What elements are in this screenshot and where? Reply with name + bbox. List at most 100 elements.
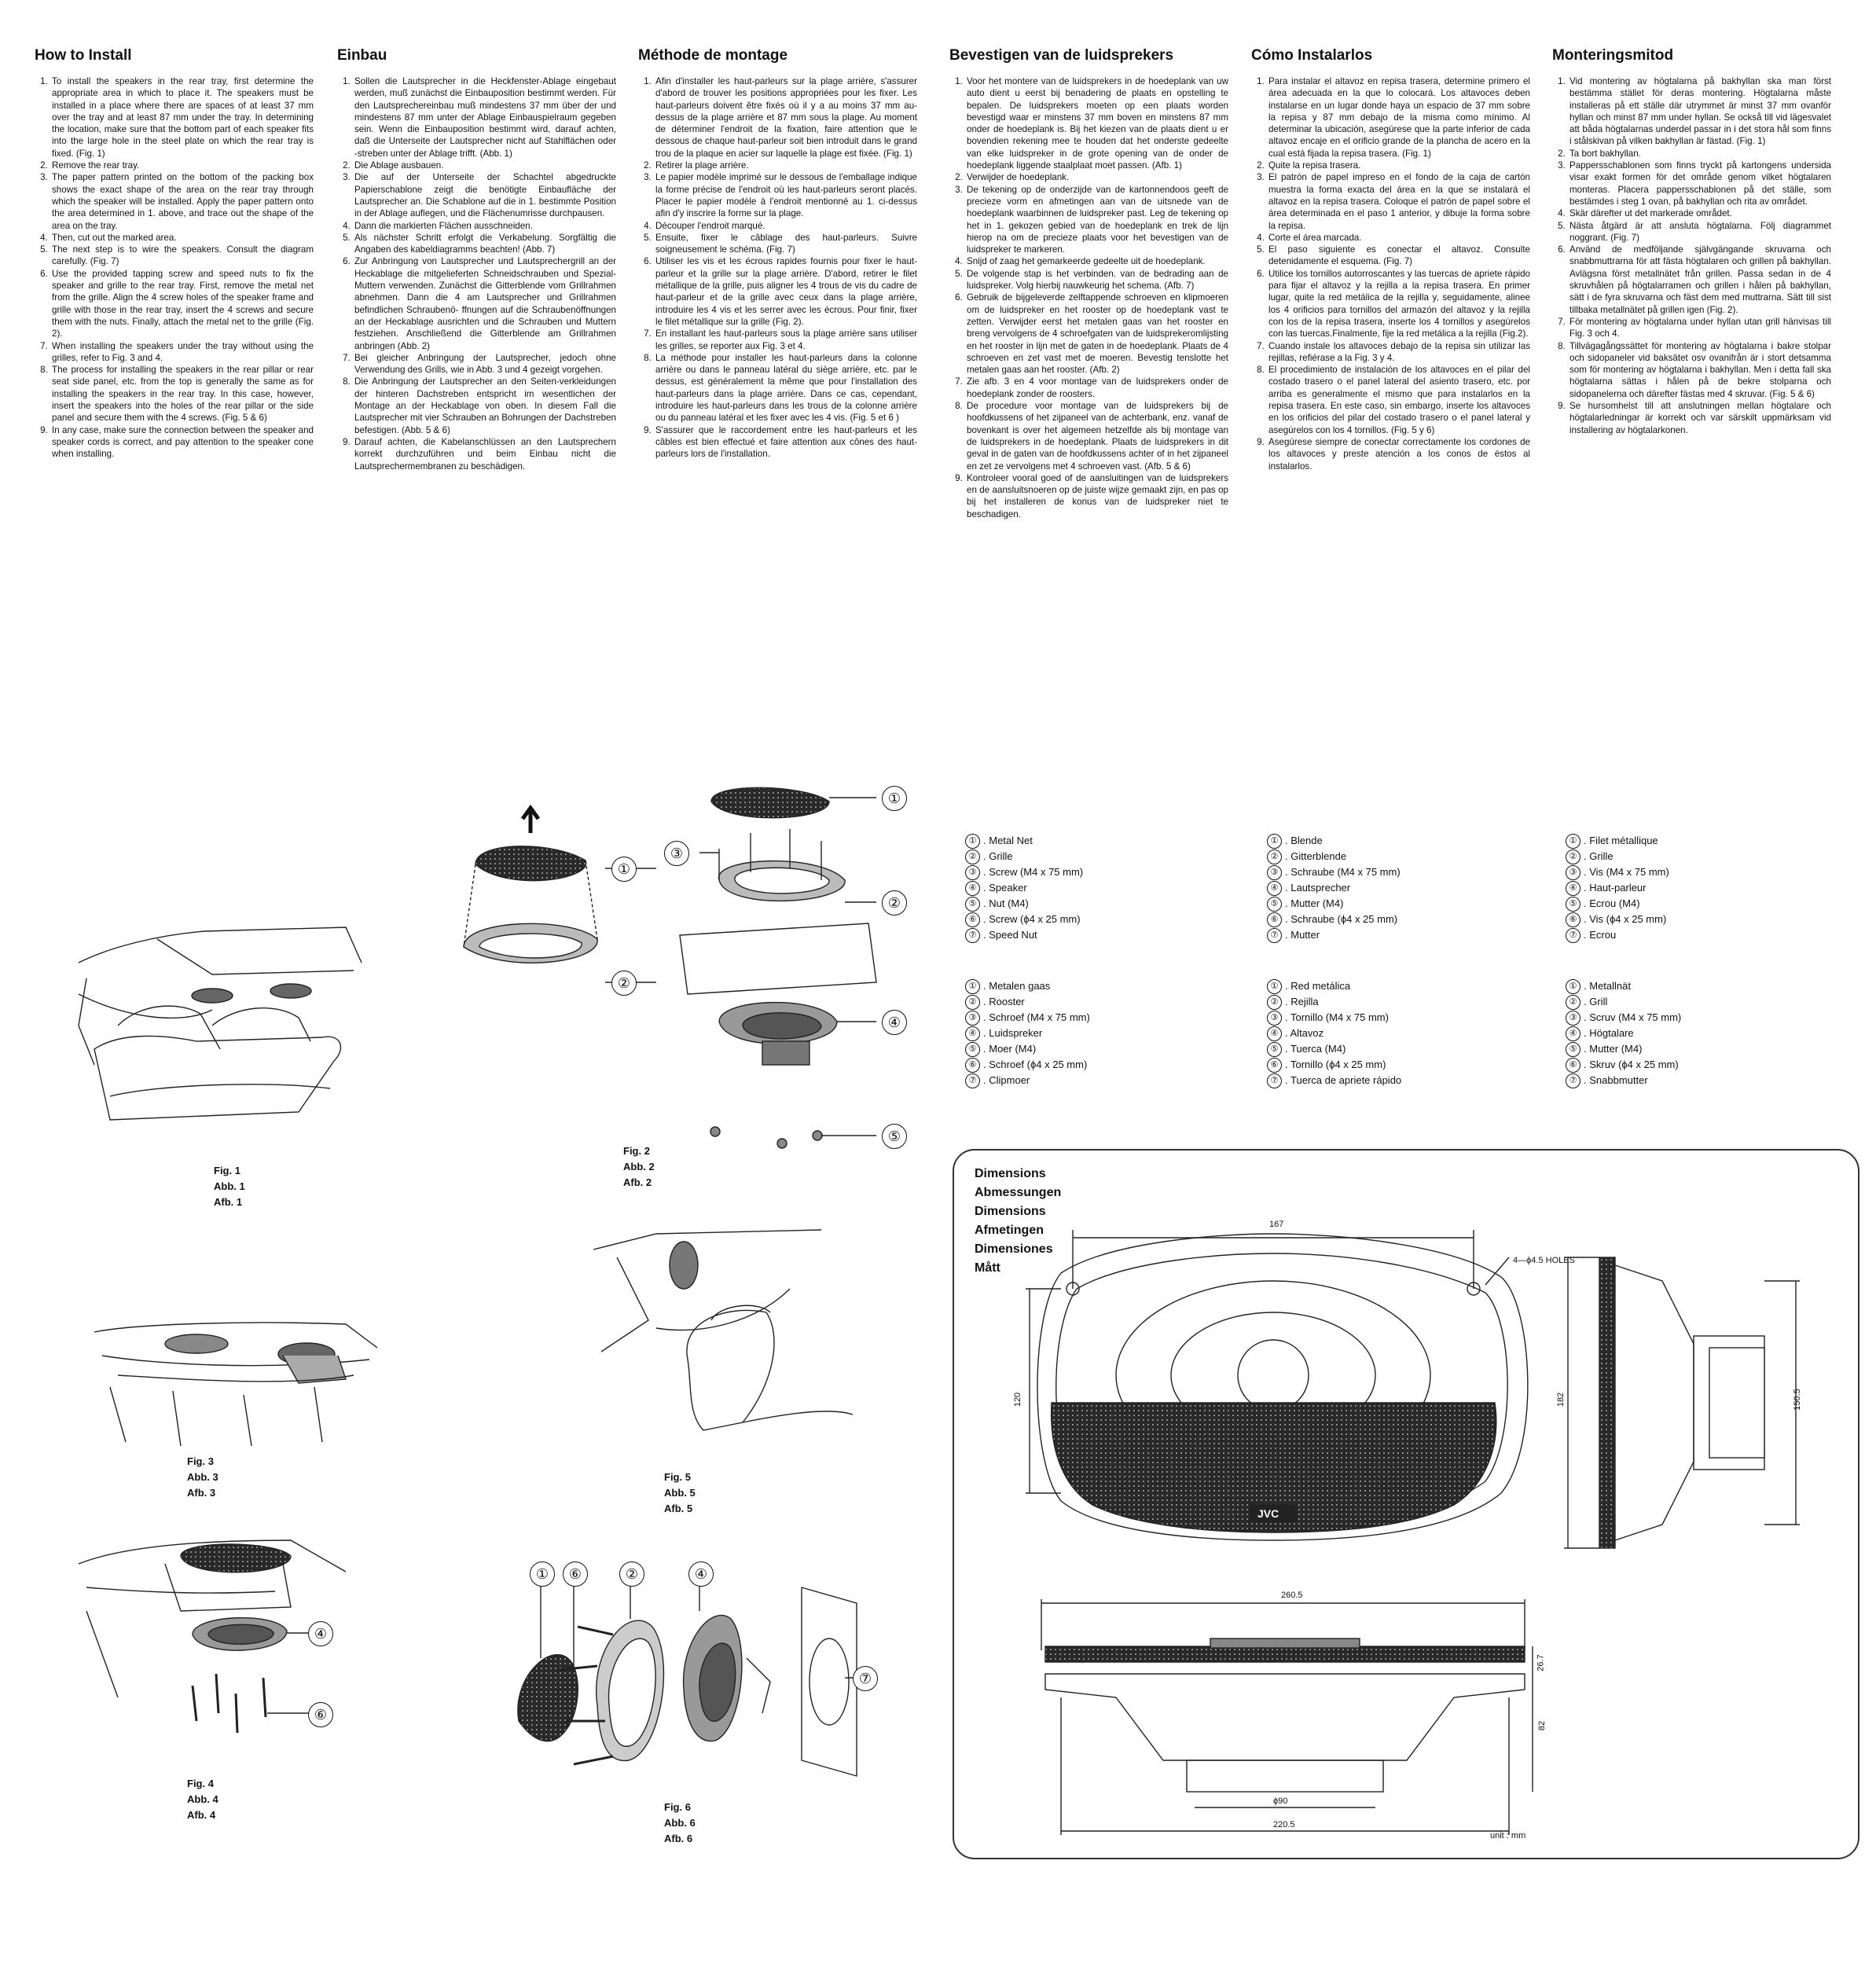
fig-caption-line: Afb. 5 — [664, 1503, 693, 1514]
part-label: Moer (M4) — [989, 1043, 1037, 1055]
dim-title: Afmetingen — [975, 1224, 1044, 1237]
part-row: ⑦. Snabbmutter — [1566, 1073, 1681, 1089]
part-number: ② — [965, 850, 980, 865]
part-number: ③ — [1566, 1011, 1580, 1026]
step-item: Cuando instale los altavoces debajo de l… — [1267, 340, 1530, 365]
step-item: Använd de medföljande självgängande skru… — [1568, 244, 1831, 316]
part-row: ③. Vis (M4 x 75 mm) — [1566, 864, 1669, 881]
part-row: ①. Metallnät — [1566, 978, 1681, 995]
step-item: Se hursomhelst till att anslutningen mel… — [1568, 400, 1831, 436]
fig-caption-line: Afb. 4 — [187, 1809, 216, 1821]
part-label: Haut-parleur — [1589, 882, 1647, 894]
steps-list: To install the speakers in the rear tray… — [35, 75, 314, 461]
part-label: Tornillo (ϕ4 x 25 mm) — [1290, 1059, 1386, 1071]
step-item: Bei gleicher Anbringung der Lautsprecher… — [353, 352, 616, 376]
step-item: When installing the speakers under the t… — [50, 340, 314, 365]
part-number: ⑥ — [1566, 1058, 1580, 1073]
step-item: Utiliser les vis et les écrous rapides f… — [654, 255, 917, 328]
step-item: Als nächster Schritt erfolgt die Verkabe… — [353, 232, 616, 256]
fig-caption-line: Afb. 1 — [214, 1196, 243, 1208]
callout-4c: ④ — [308, 1621, 333, 1646]
speaker-profile-view — [1041, 1599, 1533, 1835]
part-number: ⑥ — [1267, 1058, 1282, 1073]
part-row: ③. Tornillo (M4 x 75 mm) — [1267, 1010, 1401, 1026]
step-item: In any case, make sure the connection be… — [50, 424, 314, 461]
part-number: ⑦ — [1566, 1073, 1580, 1089]
fig-caption-line: Abb. 1 — [214, 1180, 245, 1192]
col-title: How to Install — [35, 47, 132, 64]
step-item: Pappersschablonen som finns tryckt på ka… — [1568, 160, 1831, 207]
fig2-illustration — [463, 787, 877, 1149]
fig6-caption: Fig. 6 Abb. 6 Afb. 6 — [664, 1800, 696, 1847]
fig-caption-line: Fig. 6 — [664, 1801, 691, 1813]
part-row: ①. Red metálica — [1267, 978, 1401, 995]
fig-caption-line: Abb. 2 — [623, 1161, 655, 1172]
dim-150: 150.5 — [1792, 1389, 1802, 1411]
fig-caption-line: Fig. 4 — [187, 1778, 214, 1789]
part-number: ⑦ — [965, 928, 980, 944]
col-title: Einbau — [337, 47, 387, 64]
step-item: Nästa åtgärd är att ansluta högtalarna. … — [1568, 220, 1831, 244]
col-title: Cómo Instalarlos — [1251, 47, 1373, 64]
fig6-illustration — [517, 1586, 868, 1777]
part-row: ⑥. Skruv (ϕ4 x 25 mm) — [1566, 1057, 1681, 1073]
part-label: Ecrou (M4) — [1589, 897, 1640, 910]
step-item: La méthode pour installer les haut-parle… — [654, 352, 917, 424]
part-row: ⑥. Screw (ϕ4 x 25 mm) — [965, 912, 1083, 928]
part-label: Mutter — [1290, 929, 1320, 941]
part-label: Nut (M4) — [989, 897, 1029, 910]
part-number: ④ — [1566, 881, 1580, 897]
part-label: Mutter (M4) — [1589, 1043, 1643, 1055]
fig-caption-line: Abb. 3 — [187, 1471, 218, 1483]
col-spanish: Cómo Instalarlos Para instalar el altavo… — [1251, 47, 1530, 472]
step-item: Kontroleer vooral goed of de aansluiting… — [965, 472, 1228, 520]
part-label: Metallnät — [1589, 980, 1631, 992]
part-label: Rooster — [989, 996, 1025, 1008]
step-item: Zie afb. 3 en 4 voor montage van de luid… — [965, 376, 1228, 400]
part-number: ① — [1566, 979, 1580, 995]
step-item: Dann die markierten Flächen ausschneiden… — [353, 220, 616, 232]
steps-list: Para instalar el altavoz en repisa trase… — [1251, 75, 1530, 472]
steps-list: Voor het montere van de luidsprekers in … — [949, 75, 1228, 520]
part-label: Scruv (M4 x 75 mm) — [1589, 1011, 1682, 1024]
part-label: Grille — [1589, 850, 1614, 863]
fig-caption-line: Abb. 5 — [664, 1487, 696, 1499]
part-label: Vis (M4 x 75 mm) — [1589, 866, 1669, 879]
step-item: Voor het montere van de luidsprekers in … — [965, 75, 1228, 171]
step-item: The next step is to wire the speakers. C… — [50, 244, 314, 268]
dim-title: Mått — [975, 1261, 1000, 1275]
part-label: Speed Nut — [989, 929, 1037, 941]
fig1-caption: Fig. 1 Abb. 1 Afb. 1 — [214, 1163, 245, 1210]
part-number: ④ — [1267, 881, 1282, 897]
part-row: ③. Schraube (M4 x 75 mm) — [1267, 864, 1401, 881]
part-label: Metalen gaas — [989, 980, 1051, 992]
fig4-illustration — [78, 1539, 347, 1734]
step-item: Remove the rear tray. — [50, 160, 314, 171]
step-item: Use the provided tapping screw and speed… — [50, 268, 314, 340]
part-number: ⑥ — [1566, 912, 1580, 928]
fig2-caption: Fig. 2 Abb. 2 Afb. 2 — [623, 1143, 655, 1191]
fig-caption-line: Fig. 5 — [664, 1471, 691, 1483]
part-label: Ecrou — [1589, 929, 1617, 941]
dim-220: 220.5 — [1273, 1820, 1295, 1829]
part-label: Högtalare — [1589, 1027, 1634, 1040]
dim-182: 182 — [1556, 1392, 1566, 1407]
step-item: El patrón de papel impreso en el fondo d… — [1267, 171, 1530, 231]
callout-2: ② — [882, 890, 907, 916]
callout-1b: ① — [611, 857, 637, 882]
part-row: ⑤. Ecrou (M4) — [1566, 896, 1669, 912]
part-number: ⑤ — [1566, 1042, 1580, 1058]
col-english: How to Install To install the speakers i… — [35, 47, 314, 461]
step-item: Afin d'installer les haut-parleurs sur l… — [654, 75, 917, 160]
step-item: Ensuite, fixer le câblage des haut-parle… — [654, 232, 917, 256]
col-french: Méthode de montage Afin d'installer les … — [638, 47, 917, 461]
step-item: Die Ablage ausbauen. — [353, 160, 616, 171]
part-row: ③. Scruv (M4 x 75 mm) — [1566, 1010, 1681, 1026]
unit-label: unit : mm — [1490, 1831, 1526, 1840]
part-row: ⑦. Speed Nut — [965, 927, 1083, 944]
part-label: Grill — [1589, 996, 1608, 1008]
callout-2b: ② — [611, 971, 637, 996]
